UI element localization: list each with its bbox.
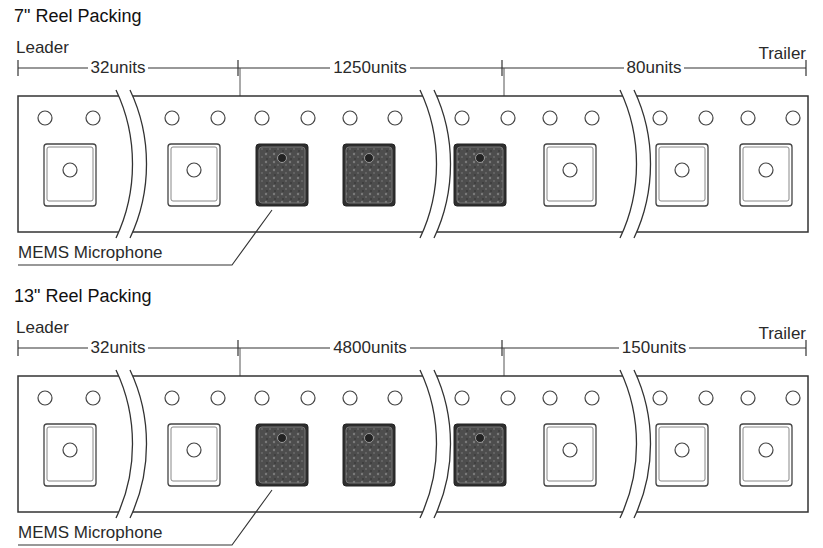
sprocket-hole	[653, 391, 667, 405]
dimension-label: Trailer	[758, 324, 806, 344]
sprocket-hole	[38, 111, 52, 125]
mems-microphone	[454, 144, 506, 206]
sprocket-hole	[301, 391, 315, 405]
sprocket-hole	[653, 111, 667, 125]
callout-label: MEMS Microphone	[18, 523, 163, 543]
empty-pocket	[656, 424, 708, 486]
dimension-tick	[237, 60, 238, 76]
sprocket-hole	[86, 391, 100, 405]
sprocket-hole	[699, 391, 713, 405]
sprocket-hole	[255, 111, 269, 125]
empty-pocket	[544, 144, 596, 206]
sprocket-hole	[501, 111, 515, 125]
empty-pocket	[544, 424, 596, 486]
empty-pocket	[44, 144, 96, 206]
sprocket-hole	[786, 391, 800, 405]
sprocket-hole	[543, 391, 557, 405]
dimension-label: 80units	[624, 58, 685, 78]
tape-break	[620, 370, 651, 518]
sprocket-hole	[255, 391, 269, 405]
sprocket-hole	[165, 111, 179, 125]
section-heading: 13" Reel Packing	[14, 286, 151, 306]
reel-section	[18, 340, 808, 545]
sprocket-hole	[38, 391, 52, 405]
empty-pocket	[168, 144, 220, 206]
callout-label: MEMS Microphone	[18, 243, 163, 263]
sprocket-hole	[741, 111, 755, 125]
sprocket-hole	[585, 111, 599, 125]
empty-pocket	[740, 144, 792, 206]
mems-microphone	[256, 144, 308, 206]
sprocket-hole	[301, 111, 315, 125]
sprocket-hole	[343, 391, 357, 405]
mems-microphone	[343, 144, 395, 206]
empty-pocket	[656, 144, 708, 206]
reel-section	[18, 60, 808, 265]
dimension-tick	[237, 340, 238, 356]
dimension-label: Trailer	[758, 44, 806, 64]
mems-microphone	[454, 424, 506, 486]
dimension-label: 32units	[88, 58, 149, 78]
dimension-label: Leader	[16, 38, 69, 58]
leader-line	[18, 490, 272, 545]
dimension-label: 32units	[88, 338, 149, 358]
sprocket-hole	[211, 391, 225, 405]
tape-break	[116, 90, 147, 238]
sprocket-hole	[388, 111, 402, 125]
empty-pocket	[44, 424, 96, 486]
sprocket-hole	[165, 391, 179, 405]
sprocket-hole	[455, 111, 469, 125]
dimension-tick	[501, 340, 502, 356]
sprocket-hole	[585, 391, 599, 405]
tape-break	[420, 370, 451, 518]
empty-pocket	[740, 424, 792, 486]
dimension-label: 150units	[619, 338, 689, 358]
sprocket-hole	[343, 111, 357, 125]
sprocket-hole	[741, 391, 755, 405]
sprocket-hole	[501, 391, 515, 405]
leader-line	[18, 210, 272, 265]
sprocket-hole	[699, 111, 713, 125]
mems-microphone	[343, 424, 395, 486]
tape-break	[420, 90, 451, 238]
sprocket-hole	[455, 391, 469, 405]
dimension-label: 1250units	[330, 58, 410, 78]
dimension-label: Leader	[16, 318, 69, 338]
sprocket-hole	[543, 111, 557, 125]
sprocket-hole	[786, 111, 800, 125]
mems-microphone	[256, 424, 308, 486]
section-heading: 7" Reel Packing	[14, 6, 141, 26]
sprocket-hole	[211, 111, 225, 125]
dimension-tick	[17, 340, 18, 356]
sprocket-hole	[86, 111, 100, 125]
empty-pocket	[168, 424, 220, 486]
dimension-tick	[17, 60, 18, 76]
tape-break	[116, 370, 147, 518]
tape-break	[620, 90, 651, 238]
sprocket-hole	[388, 391, 402, 405]
dimension-tick	[501, 60, 502, 76]
dimension-label: 4800units	[330, 338, 410, 358]
